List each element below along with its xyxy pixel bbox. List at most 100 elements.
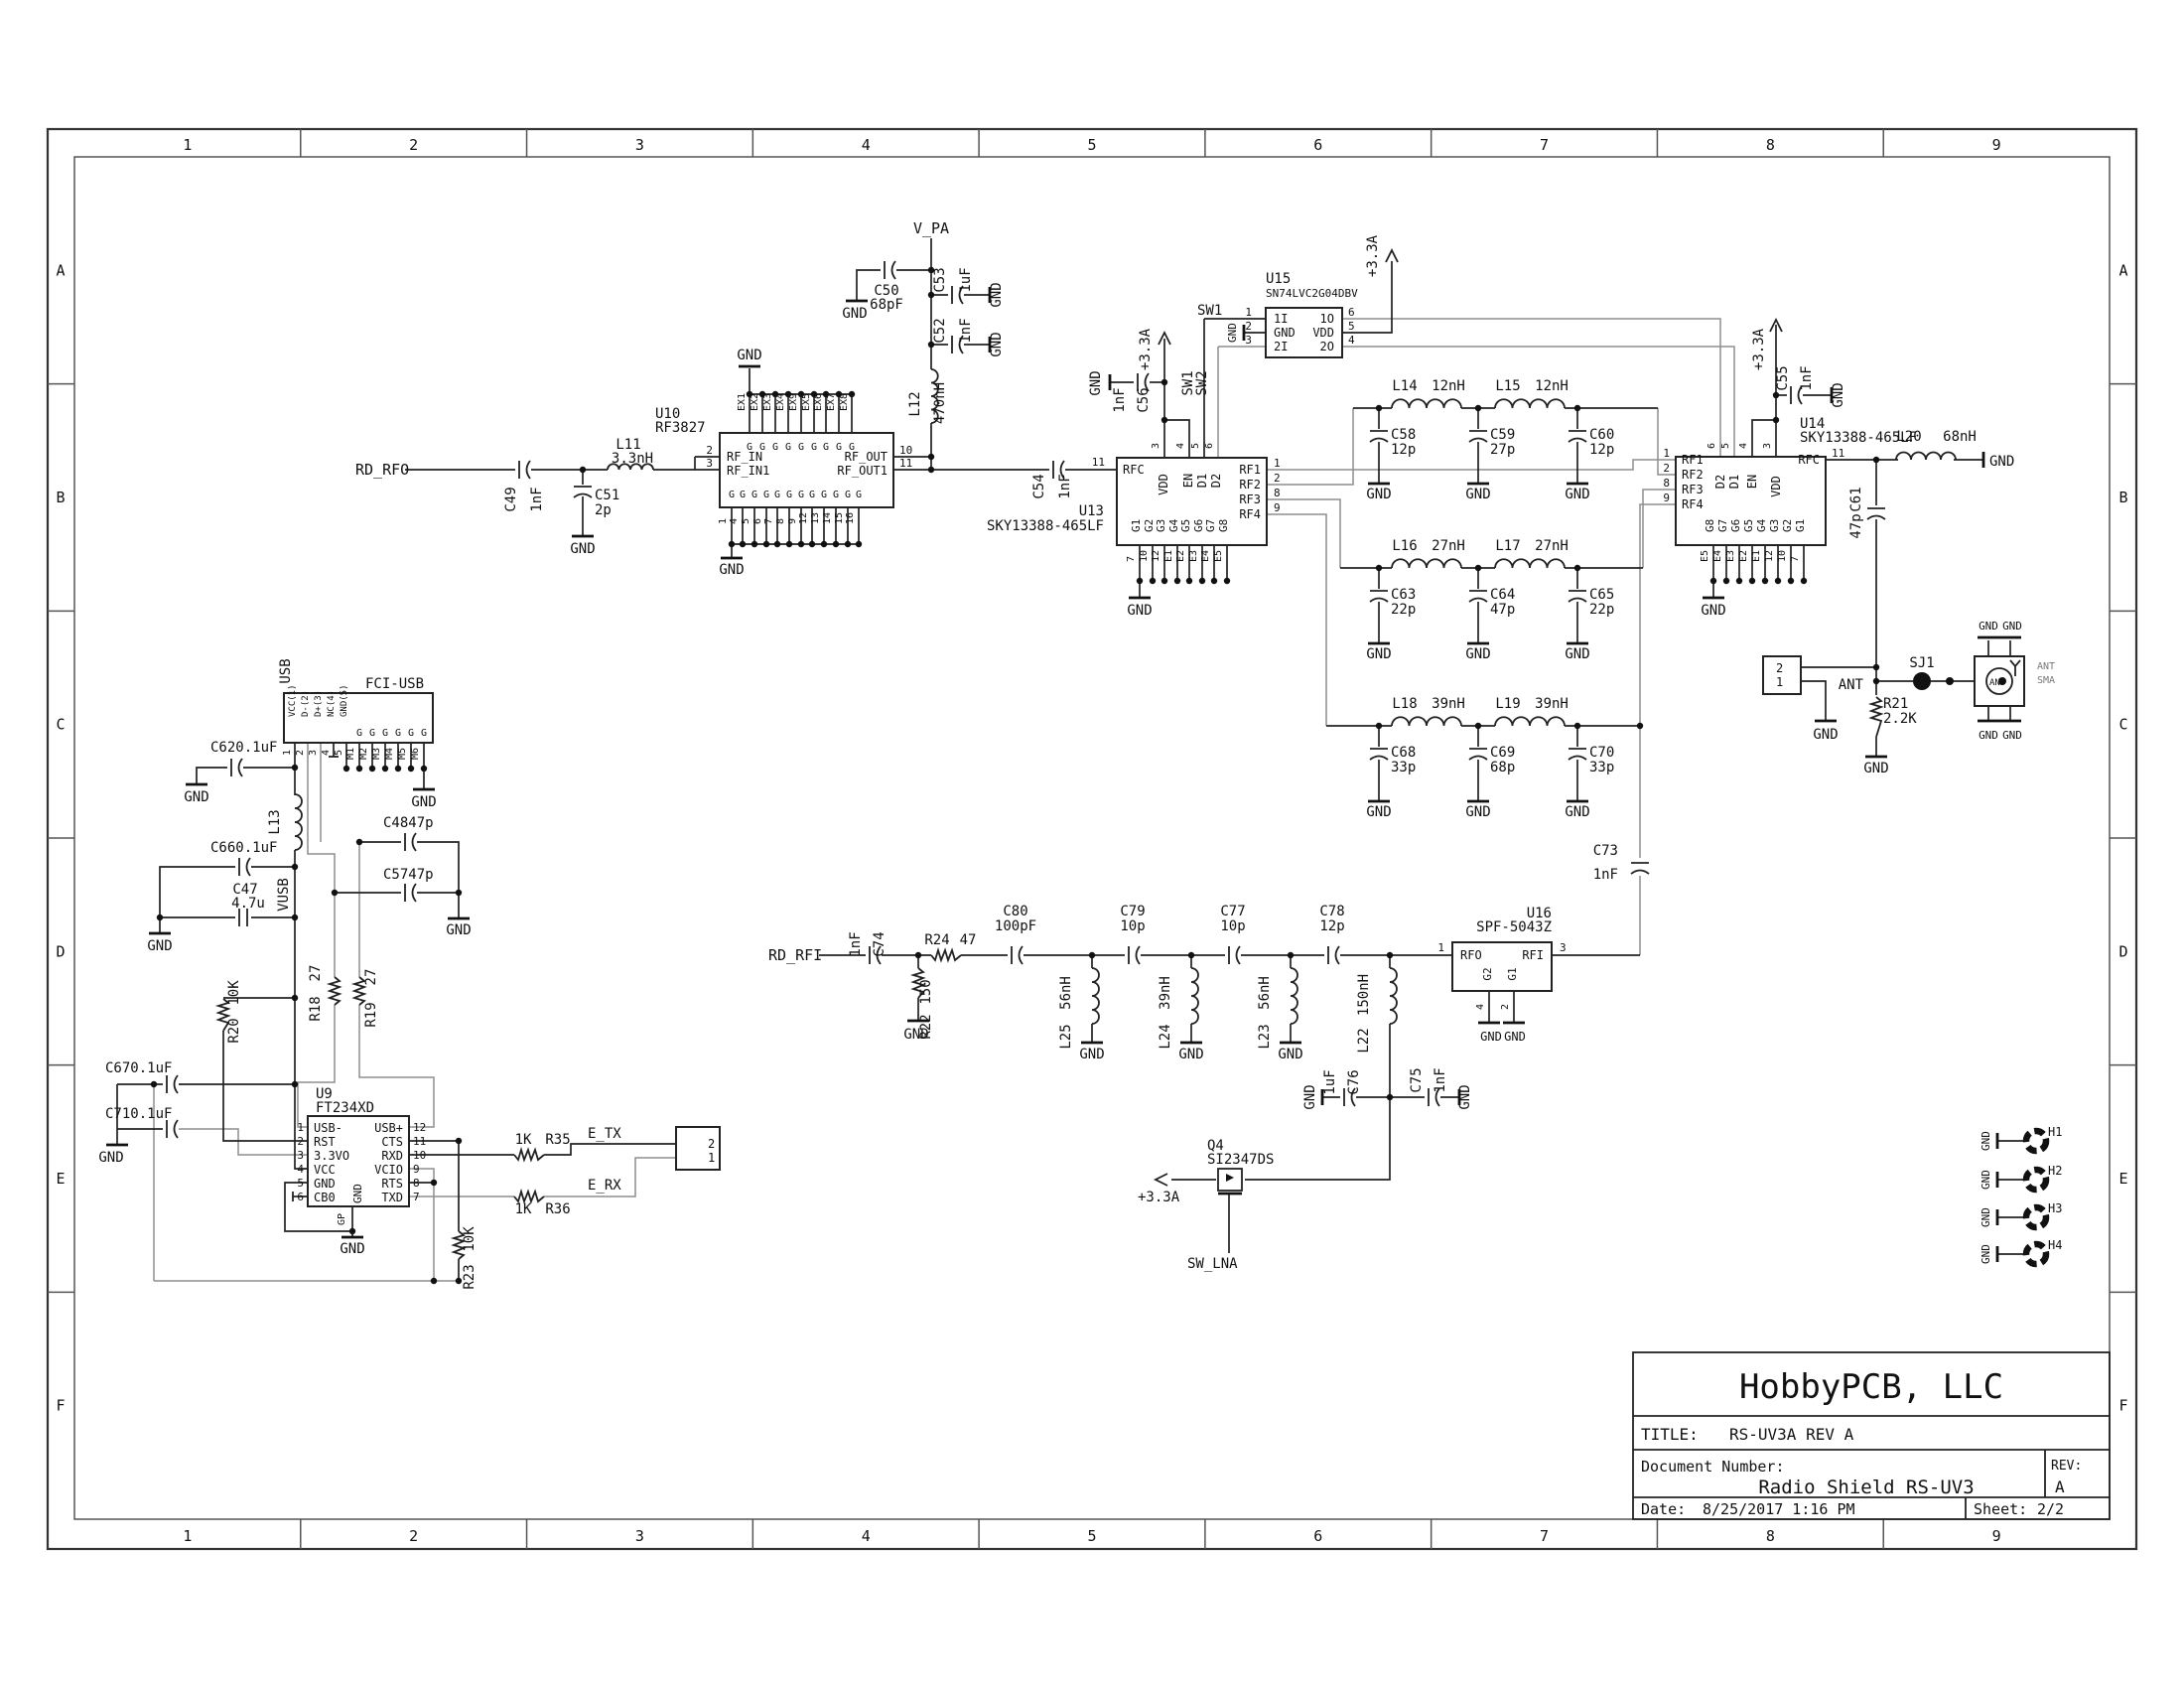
label-CB0: CB0 [314,1191,336,1204]
label-GND: GND [1226,323,1239,343]
label-ANT: ANT [2037,661,2055,672]
frame-column-label: 9 [1992,136,2001,154]
junction-dot [348,1227,356,1235]
junction-dot [430,1277,438,1285]
junction-dot [1709,577,1717,585]
junction-dot [420,765,428,773]
label-G4: G4 [1755,518,1768,532]
label-3.3nH: 3.3nH [612,451,653,467]
label-1uF: 1uF [1322,1069,1338,1094]
inductor-icon [1389,967,1398,1025]
label-27nH: 27nH [1432,538,1465,554]
label-15: 15 [834,512,845,524]
label-2p: 2p [595,502,612,518]
frame-column-label: 6 [1313,1527,1322,1545]
junction-dot [331,889,339,897]
power-arrow-icon [1769,317,1783,333]
label-C75: C75 [1409,1067,1425,1092]
capacitor-icon [1568,755,1587,761]
label-22p: 22p [1589,602,1614,618]
label-M2: M2 [358,748,369,760]
junction-dot [1223,577,1231,585]
label-U15: U15 [1266,271,1291,287]
label-GND_5_: GND(5) [340,684,349,717]
label-+3.3A: +3.3A [1138,1190,1180,1205]
mosfet-diode-icon [1226,1174,1234,1182]
symbols-layer [106,247,2050,1268]
frame-row-label: A [56,261,65,279]
label-C61: C61 [1848,487,1864,511]
label-10K: 10K [462,1226,478,1252]
label-C70: C70 [1589,745,1614,761]
label-GND: GND [1079,1047,1104,1062]
wire [284,1182,352,1232]
junction-dot [342,765,350,773]
capacitor-icon [1369,597,1389,603]
label-1: 1 [1437,941,1444,954]
wire [1267,513,1327,726]
wire [297,1005,336,1128]
wire [1245,1097,1391,1181]
label-GND: GND [1565,646,1589,662]
label-L22: L22 [1356,1028,1372,1053]
label-1I: 1I [1274,312,1288,326]
label-9: 9 [787,518,798,524]
label-GND: GND [147,938,172,954]
capacitor-icon [1866,514,1886,520]
wire [1164,419,1190,458]
label-7: 7 [1126,556,1137,562]
label-C670.1uF: C670.1uF [105,1060,172,1076]
resistor-icon [450,1230,467,1260]
label-C64: C64 [1490,587,1515,603]
capacitor-icon [1334,945,1340,965]
resistor-icon [214,998,231,1032]
label-D1: D1 [1195,474,1209,488]
label-6: 6 [1348,306,1355,319]
junction-dot [927,266,935,274]
label-C4847p: C4847p [383,815,434,831]
inductor-icon [1391,716,1462,727]
label-GND: GND [1457,1084,1473,1109]
inductor-icon [1494,716,1566,727]
label-+3.3A: +3.3A [1138,328,1154,370]
inductor-icon [1091,967,1100,1025]
label-L25: L25 [1058,1024,1074,1049]
label-+3.3A: +3.3A [1751,328,1767,370]
label-RD_RFO: RD_RFO [355,461,409,479]
label-L23: L23 [1257,1024,1273,1049]
frame-ticks [48,129,2136,1549]
label-G: G [785,442,791,453]
label-EX6: EX6 [813,393,824,411]
label-FCI-USB: FCI-USB [365,676,424,692]
label-G2: G2 [1481,967,1494,980]
label-9: 9 [1663,492,1670,504]
label-GND: GND [2002,729,2022,742]
junctions-layer [150,266,1954,1285]
component-body [1762,655,1802,695]
capacitor-icon [1468,437,1488,443]
label-G: G [833,490,839,500]
junction-dot [1800,577,1808,585]
label-L13: L13 [267,809,283,834]
capacitor-icon [1235,945,1241,965]
label-G: G [821,490,827,500]
label-GND: GND [340,1241,364,1257]
label-1nF: 1nF [1799,365,1815,390]
label-1nF: 1nF [848,931,864,956]
junction-dot [810,390,818,398]
label-6: 6 [1706,443,1717,449]
junction-dot [785,540,793,548]
junction-dot [381,765,389,773]
component-body [1451,941,1553,992]
junction-dot [1136,577,1144,585]
capacitor-icon [1568,437,1587,443]
resistor-icon [513,1188,545,1204]
label-L15: L15 [1495,378,1520,394]
company-name: HobbyPCB, LLC [1739,1367,2003,1407]
junction-dot [1573,564,1581,572]
label-GND: GND [737,348,761,363]
label-39nH: 39nH [1432,696,1465,712]
label-100pF: 100pF [995,918,1036,934]
label-SMA: SMA [2037,675,2055,686]
